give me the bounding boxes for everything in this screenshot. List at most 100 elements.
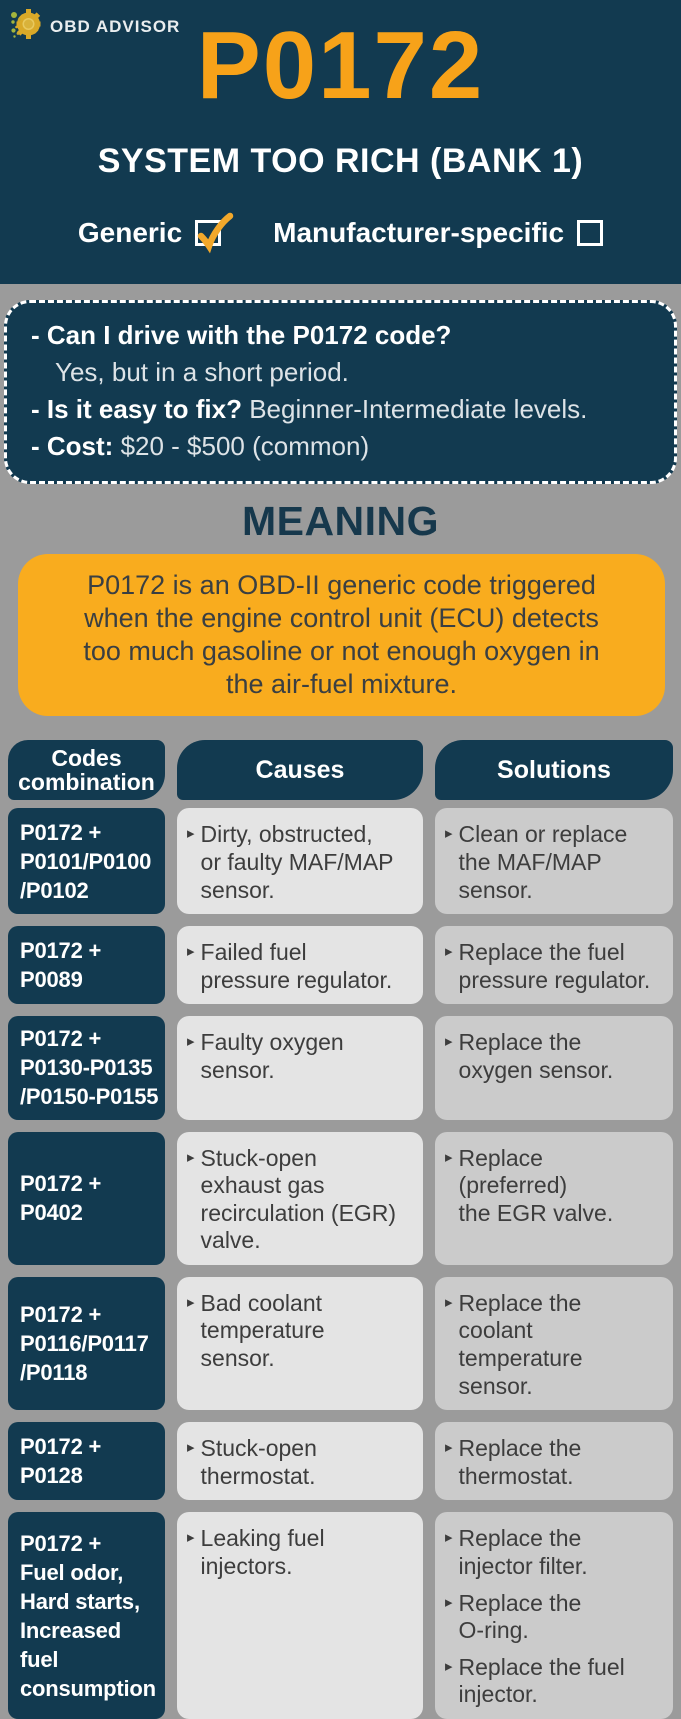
codes-table-body: P0172 + P0101/P0100 /P0102 ▸ Dirty, obstru… bbox=[8, 808, 673, 1719]
causes-cell: ▸ Dirty, obstructed, or faulty MAF/MAP se… bbox=[177, 808, 423, 915]
bullet-triangle-icon: ▸ bbox=[187, 943, 195, 961]
manufacturer-label: Manufacturer-specific bbox=[273, 216, 565, 248]
bullet-text: Replace (preferred) the EGR valve. bbox=[458, 1144, 614, 1226]
toggle-generic: Generic bbox=[77, 212, 234, 254]
qa-answer: $20 - $500 (common) bbox=[120, 430, 370, 461]
checkbox-manufacturer[interactable] bbox=[577, 219, 604, 246]
bullet-text: Replace the thermostat. bbox=[458, 1435, 582, 1489]
codes-combination-cell: P0172 + P0116/P0117 /P0118 bbox=[8, 1276, 165, 1411]
codes-combination-cell: P0172 + P0089 bbox=[8, 926, 165, 1005]
bullet-triangle-icon: ▸ bbox=[445, 1293, 453, 1311]
bullet-triangle-icon: ▸ bbox=[445, 1033, 453, 1051]
bullet-triangle-icon: ▸ bbox=[187, 825, 195, 843]
bullet-text: Faulty oxygen sensor. bbox=[200, 1029, 344, 1083]
meaning-heading: MEANING bbox=[241, 497, 440, 544]
generic-label: Generic bbox=[77, 216, 183, 248]
bullet-triangle-icon: ▸ bbox=[445, 825, 453, 843]
table-header-row: Codes combination Causes Solutions bbox=[8, 740, 673, 801]
solutions-cell: ▸ Clean or replace the MAF/MAP sensor. bbox=[435, 808, 673, 915]
codes-combination-cell: P0172 + P0130-P0135 /P0150-P0155 bbox=[8, 1016, 165, 1120]
brand-name: OBD ADVISOR bbox=[50, 16, 181, 36]
causes-cell: ▸ Failed fuel pressure regulator. bbox=[177, 926, 423, 1005]
dtc-code-title: P0172 bbox=[196, 12, 485, 119]
bullet-list-item: ▸ Bad coolant temperature sensor. bbox=[187, 1290, 417, 1373]
quick-facts-box: - Can I drive with the P0172 code? Yes, … bbox=[4, 300, 677, 484]
bullet-text: Clean or replace the MAF/MAP sensor. bbox=[458, 821, 628, 903]
header-solutions: Solutions bbox=[435, 740, 673, 801]
bullet-list-item: ▸ Failed fuel pressure regulator. bbox=[187, 939, 417, 994]
bullet-triangle-icon: ▸ bbox=[187, 1439, 195, 1457]
bullet-triangle-icon: ▸ bbox=[445, 1148, 453, 1166]
checkbox-generic[interactable] bbox=[195, 212, 234, 254]
codes-combination-cell: P0172 + P0101/P0100 /P0102 bbox=[8, 808, 165, 915]
qa-answer: Beginner-Intermediate levels. bbox=[249, 393, 588, 424]
qa-question: - Can I drive with the P0172 code? bbox=[31, 320, 452, 350]
bullet-list-item: ▸ Dirty, obstructed, or faulty MAF/MAP se… bbox=[187, 821, 417, 904]
bullet-list-item: ▸Faulty oxygen sensor. bbox=[187, 1029, 417, 1084]
bullet-text: Replace the O-ring. bbox=[458, 1589, 582, 1644]
solutions-cell: ▸ Replace the thermostat. bbox=[435, 1422, 673, 1501]
solutions-cell: ▸ Replace the oxygen sensor. bbox=[435, 1016, 673, 1120]
solutions-cell: ▸ Replace the coolant temperature sensor. bbox=[435, 1276, 673, 1411]
main-content: - Can I drive with the P0172 code? Yes, … bbox=[0, 284, 681, 1719]
solutions-cell: ▸ Replace the injector filter. ▸ Replace th… bbox=[435, 1512, 673, 1719]
bullet-list-item: ▸ Replace the injector filter. bbox=[445, 1525, 667, 1580]
qa-line: - Is it easy to fix? Beginner-Intermedia… bbox=[31, 391, 654, 428]
bullet-list-item: ▸Stuck-open exhaust gas recirculation (E… bbox=[187, 1145, 417, 1255]
bullet-text: Bad coolant temperature sensor. bbox=[200, 1289, 325, 1372]
table-row: P0172 + P0101/P0100 /P0102 ▸ Dirty, obstru… bbox=[8, 808, 673, 915]
brand-logo[interactable]: OBD ADVISOR bbox=[10, 7, 180, 46]
bullet-triangle-icon: ▸ bbox=[445, 1593, 453, 1611]
bullet-triangle-icon: ▸ bbox=[187, 1148, 195, 1166]
table-row: P0172 + P0089 ▸ Failed fuel pressure regul… bbox=[8, 926, 673, 1005]
qa-line: - Cost: $20 - $500 (common) bbox=[31, 428, 654, 465]
bullet-text: Leaking fuel injectors. bbox=[200, 1525, 325, 1580]
header-codes-combination: Codes combination bbox=[8, 740, 165, 801]
bullet-text: Dirty, obstructed, or faulty MAF/MAP sen… bbox=[200, 821, 394, 903]
causes-cell: ▸ Bad coolant temperature sensor. bbox=[177, 1276, 423, 1411]
bullet-list-item: ▸ Replace the coolant temperature sensor. bbox=[445, 1290, 667, 1400]
hero-header: OBD ADVISOR P0172 SYSTEM TOO RICH (BANK … bbox=[0, 0, 681, 284]
solutions-cell: ▸ Replace the fuel pressure regulator. bbox=[435, 926, 673, 1005]
bullet-triangle-icon: ▸ bbox=[187, 1529, 195, 1547]
causes-cell: ▸ Leaking fuel injectors. bbox=[177, 1512, 423, 1719]
bullet-text: Replace the fuel injector. bbox=[458, 1653, 625, 1708]
bullet-triangle-icon: ▸ bbox=[445, 1529, 453, 1547]
bullet-text: Replace the injector filter. bbox=[458, 1525, 588, 1580]
bullet-list-item: ▸ Clean or replace the MAF/MAP sensor. bbox=[445, 821, 667, 904]
bullet-list-item: ▸ Replace the oxygen sensor. bbox=[445, 1029, 667, 1084]
codes-combination-cell: P0172 + Fuel odor, Hard starts, Increase… bbox=[8, 1512, 165, 1719]
bullet-list-item: ▸ Leaking fuel injectors. bbox=[187, 1525, 417, 1580]
bullet-list-item: ▸ Replace (preferred) the EGR valve. bbox=[445, 1145, 667, 1228]
codes-table: Codes combination Causes Solutions P0172… bbox=[8, 740, 673, 1719]
table-row: P0172 + P0116/P0117 /P0118 ▸ Bad coolant t… bbox=[8, 1276, 673, 1411]
bullet-list-item: ▸ Replace the O-ring. bbox=[445, 1590, 667, 1645]
bullet-list-item: ▸ Replace the fuel pressure regulator. bbox=[445, 939, 667, 994]
bullet-text: Replace the fuel pressure regulator. bbox=[458, 939, 651, 993]
table-row: P0172 + P0402▸Stuck-open exhaust gas rec… bbox=[8, 1131, 673, 1265]
table-row: P0172 + Fuel odor, Hard starts, Increase… bbox=[8, 1512, 673, 1719]
bullet-text: Stuck-open thermostat. bbox=[200, 1435, 317, 1489]
bullet-list-item: ▸ Stuck-open thermostat. bbox=[187, 1435, 417, 1490]
table-row: P0172 + P0130-P0135 /P0150-P0155▸Faulty … bbox=[8, 1016, 673, 1120]
bullet-triangle-icon: ▸ bbox=[445, 1439, 453, 1457]
table-row: P0172 + P0128 ▸ Stuck-open thermostat. ▸ Rep… bbox=[8, 1422, 673, 1501]
check-icon bbox=[197, 212, 234, 254]
qa-answer: Yes, but in a short period. bbox=[55, 356, 349, 387]
causes-cell: ▸Faulty oxygen sensor. bbox=[177, 1016, 423, 1120]
dtc-description-title: SYSTEM TOO RICH (BANK 1) bbox=[97, 141, 584, 180]
meaning-text-box: P0172 is an OBD-II generic code triggere… bbox=[18, 553, 665, 717]
bullet-triangle-icon: ▸ bbox=[187, 1293, 195, 1311]
bullet-list-item: ▸ Replace the thermostat. bbox=[445, 1435, 667, 1490]
gear-icon bbox=[10, 7, 44, 46]
codes-combination-cell: P0172 + P0128 bbox=[8, 1422, 165, 1501]
causes-cell: ▸ Stuck-open thermostat. bbox=[177, 1422, 423, 1501]
bullet-text: Replace the coolant temperature sensor. bbox=[458, 1289, 583, 1399]
bullet-text: Replace the oxygen sensor. bbox=[458, 1029, 614, 1083]
bullet-triangle-icon: ▸ bbox=[445, 1657, 453, 1675]
bullet-text: Failed fuel pressure regulator. bbox=[200, 939, 393, 993]
bullet-triangle-icon: ▸ bbox=[445, 943, 453, 961]
qa-question: - Cost: bbox=[31, 430, 114, 461]
code-type-toggles: Generic Manufacturer-specific bbox=[0, 212, 681, 254]
codes-combination-cell: P0172 + P0402 bbox=[8, 1131, 165, 1265]
